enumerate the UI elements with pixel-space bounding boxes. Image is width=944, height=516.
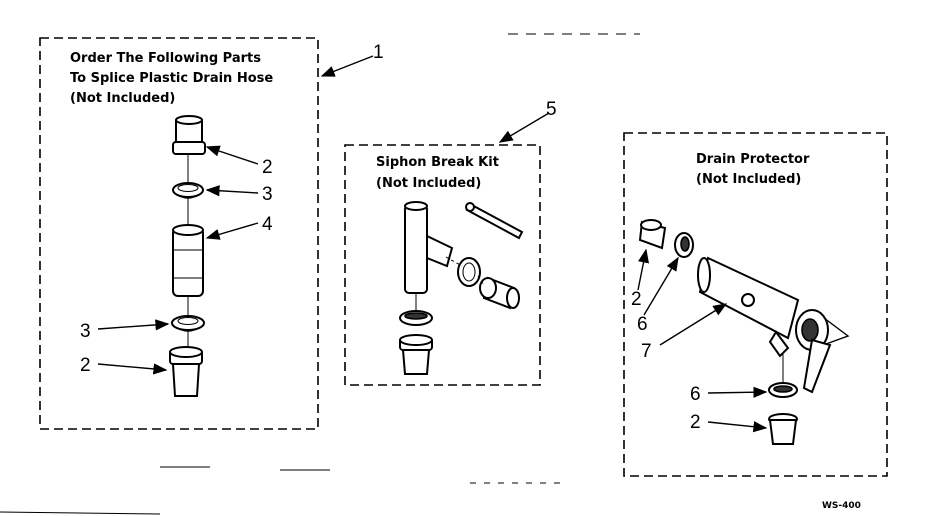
siphon-pin — [465, 202, 524, 240]
siphon-clamp — [399, 310, 433, 326]
siphon-connector — [399, 334, 433, 375]
siphon-panel: Siphon Break Kit (Not Included) 5 — [344, 99, 557, 386]
callout-1: 1 — [373, 42, 384, 63]
splice-coupling — [172, 224, 204, 297]
drain-connector-top — [638, 219, 667, 250]
drain-label-2-top: 2 — [631, 289, 642, 310]
drain-protector-body — [697, 256, 850, 394]
drain-panel: Drain Protector (Not Included) — [623, 132, 888, 477]
drain-label-6-bottom: 6 — [690, 384, 701, 405]
splice-panel: Order The Following Parts To Splice Plas… — [39, 37, 384, 430]
siphon-tee-pipe — [404, 201, 454, 294]
drain-connector-bottom — [768, 413, 798, 445]
drain-label-2-bottom: 2 — [690, 412, 701, 433]
drain-title-line-2: (Not Included) — [696, 172, 801, 187]
drain-clamp-bottom — [768, 382, 798, 398]
splice-label-3-top: 3 — [262, 184, 273, 205]
splice-label-2-bottom: 2 — [80, 355, 91, 376]
splice-label-2-top: 2 — [262, 157, 273, 178]
splice-connector-bottom — [169, 346, 203, 397]
splice-clamp-top — [172, 182, 204, 199]
callout-1-arrow — [320, 55, 374, 77]
splice-title-line-3: (Not Included) — [70, 91, 175, 106]
drain-clamp-top — [674, 232, 694, 258]
callout-5-arrow — [498, 112, 550, 143]
drain-label-7: 7 — [641, 341, 652, 362]
siphon-title-line-1: Siphon Break Kit — [376, 155, 499, 170]
siphon-title-line-2: (Not Included) — [376, 176, 481, 191]
scan-artifacts — [0, 33, 640, 515]
splice-connector-top — [172, 115, 206, 155]
siphon-panel-border — [344, 144, 541, 386]
splice-panel-border — [39, 37, 319, 430]
splice-title-line-1: Order The Following Parts — [70, 51, 261, 66]
splice-clamp-bottom — [171, 315, 205, 332]
splice-label-3-bottom: 3 — [80, 321, 91, 342]
drain-panel-border — [623, 132, 888, 477]
diagram-code: WS-400 — [822, 501, 861, 511]
siphon-cap — [479, 276, 520, 310]
splice-label-4: 4 — [262, 214, 273, 235]
callout-5: 5 — [546, 99, 557, 120]
drain-label-6-top: 6 — [637, 314, 648, 335]
splice-title-line-2: To Splice Plastic Drain Hose — [70, 71, 273, 86]
siphon-ring — [457, 257, 481, 287]
drain-title-line-1: Drain Protector — [696, 152, 810, 167]
